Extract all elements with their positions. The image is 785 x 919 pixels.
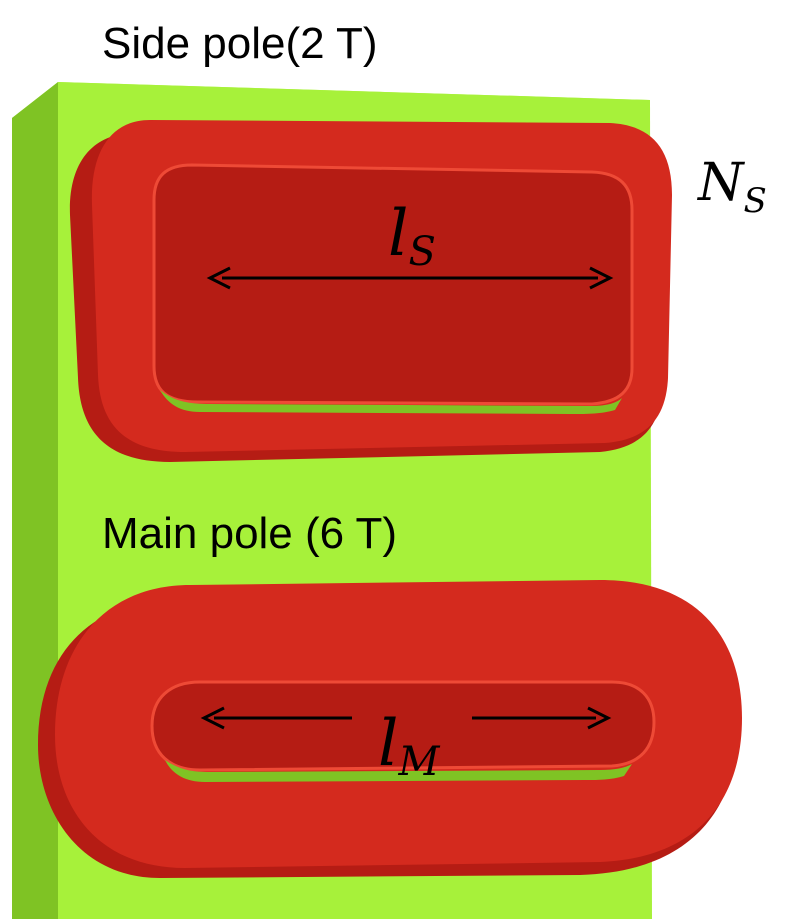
side-turns-symbol: NS <box>696 153 767 221</box>
side-length-arrow <box>206 266 614 290</box>
main-length-arrow <box>200 706 612 730</box>
side-length-symbol: lS <box>388 197 436 275</box>
main-pole-coil <box>38 580 742 878</box>
side-coil-inner-shadow <box>160 390 622 414</box>
side-turns-sub: S <box>744 181 767 221</box>
side-turns-base: N <box>696 153 745 213</box>
side-pole-coil <box>69 120 673 462</box>
side-coil-ring <box>91 120 673 452</box>
main-pole-label: Main pole (6 T) <box>102 509 397 558</box>
main-coil-ring <box>55 580 742 868</box>
main-length-symbol: lM <box>378 707 440 785</box>
side-pole-label: Side pole(2 T) <box>102 19 378 68</box>
main-length-sub: M <box>397 739 440 785</box>
main-length-base: l <box>378 707 398 781</box>
side-coil-back-shadow <box>69 132 669 462</box>
side-length-sub: S <box>408 229 435 275</box>
side-length-base: l <box>388 197 408 271</box>
main-coil-inner-shadow <box>165 760 632 782</box>
main-coil-inner-edge <box>150 680 656 772</box>
side-coil-inner-edge <box>152 163 634 406</box>
